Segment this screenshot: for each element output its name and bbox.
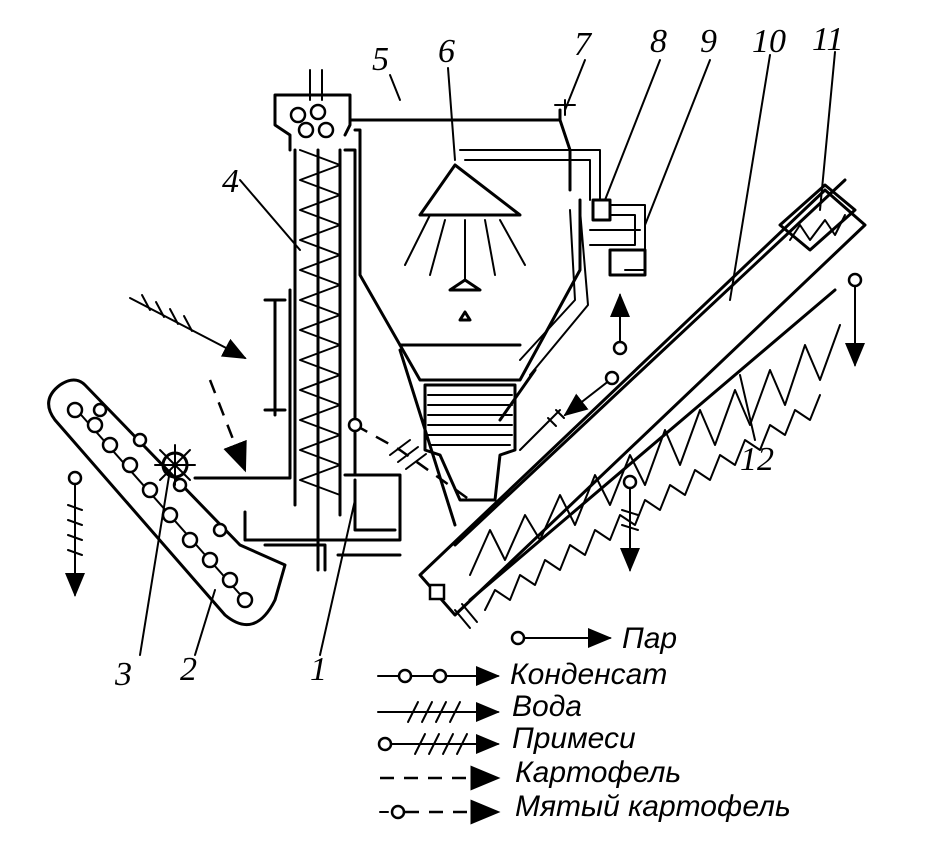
legend-potato: Картофель <box>380 756 681 791</box>
legend-condensate: Конденсат <box>377 658 667 691</box>
callout-6: 6 <box>438 33 455 70</box>
callout-numbers: 4 5 6 7 8 9 10 11 12 3 2 1 <box>114 21 843 693</box>
legend-mashed-potato-label: Мятый картофель <box>515 790 791 823</box>
legend-condensate-label: Конденсат <box>510 658 667 691</box>
legend-steam-label: Пар <box>622 622 677 655</box>
callout-7: 7 <box>574 26 593 63</box>
legend-water-label: Вода <box>512 690 582 723</box>
leader-lines <box>139 51 836 656</box>
callout-2: 2 <box>180 651 197 688</box>
legend-impurities: Примеси <box>377 722 636 755</box>
bellows-discharge <box>423 383 517 502</box>
callout-1: 1 <box>310 651 327 688</box>
callout-8: 8 <box>650 23 667 60</box>
vertical-screw <box>273 69 357 572</box>
washer-tank <box>193 288 402 572</box>
callout-10: 10 <box>752 23 786 60</box>
star-feeder <box>154 444 196 486</box>
legend-potato-label: Картофель <box>515 756 681 789</box>
legend-mashed-potato: Мятый картофель <box>379 790 791 825</box>
callout-12: 12 <box>740 441 774 478</box>
steamer-vessel <box>348 108 601 527</box>
control-piping <box>519 99 647 376</box>
steam-nozzles <box>404 149 601 322</box>
callout-11: 11 <box>812 21 843 58</box>
legend-water: Вода <box>377 690 582 723</box>
inclined-conveyor <box>47 378 287 626</box>
legend-steam: Пар <box>510 622 677 655</box>
callout-4: 4 <box>222 163 239 200</box>
callout-5: 5 <box>372 41 389 78</box>
inclined-screw-washer <box>418 178 867 629</box>
callout-3: 3 <box>114 656 132 693</box>
flow-lines <box>65 272 865 597</box>
callout-9: 9 <box>700 23 717 60</box>
legend-impurities-label: Примеси <box>512 722 636 755</box>
legend: Пар Конденсат Вода Примеси Картофель <box>377 622 791 825</box>
